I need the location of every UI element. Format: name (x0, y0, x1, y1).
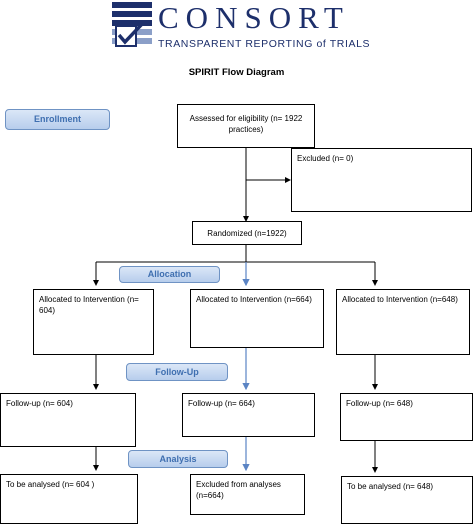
analysis-box-left: To be analysed (n= 604 ) (0, 474, 138, 524)
follow-up-box-right: Follow-up (n= 648) (340, 393, 473, 441)
logo-tagline: TRANSPARENT REPORTING of TRIALS (158, 38, 371, 50)
logo-wordmark: CONSORT (158, 0, 350, 35)
stage-follow-up: Follow-Up (126, 363, 228, 381)
stage-analysis: Analysis (128, 450, 228, 468)
allocated-box-left: Allocated to Intervention (n= 604) (33, 289, 154, 355)
follow-up-box-left: Follow-up (n= 604) (0, 393, 136, 447)
allocated-box-right: Allocated to Intervention (n=648) (336, 289, 470, 355)
stage-enrollment: Enrollment (5, 109, 110, 130)
consort-logo-icon (112, 2, 152, 50)
analysis-box-right: To be analysed (n= 648) (341, 476, 473, 524)
excluded-box: Excluded (n= 0) (291, 148, 472, 212)
follow-up-box-middle: Follow-up (n= 664) (182, 393, 315, 437)
allocated-box-middle: Allocated to Intervention (n=664) (190, 289, 324, 348)
stage-allocation: Allocation (119, 266, 220, 283)
randomized-box: Randomized (n=1922) (192, 221, 302, 245)
assessed-eligibility-box: Assessed for eligibility (n= 1922 practi… (177, 104, 315, 148)
analysis-box-middle: Excluded from analyses (n=664) (190, 474, 305, 515)
diagram-title: SPIRIT Flow Diagram (188, 67, 285, 78)
